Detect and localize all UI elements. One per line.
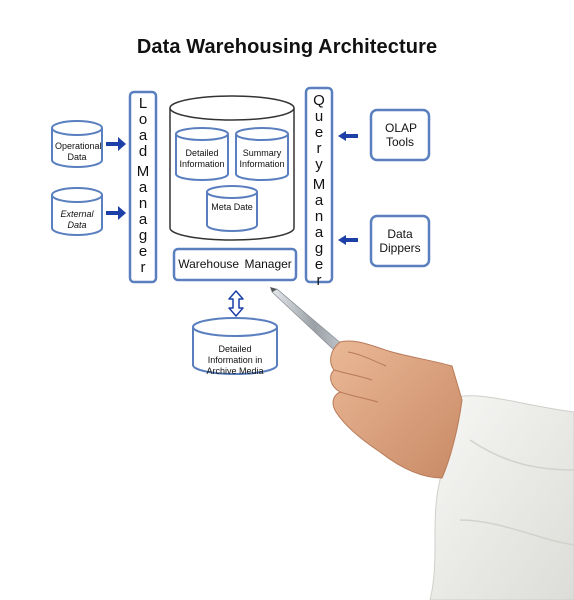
data-dippers-box (369, 214, 431, 268)
olap-tools-box (369, 108, 431, 162)
warehouse-manager-label: Warehouse Manager (178, 257, 292, 271)
load-manager-box (128, 90, 158, 284)
vertical-letter: n (138, 195, 148, 212)
summary-information-label: Summary Information (239, 148, 285, 169)
detailed-information-cylinder (175, 127, 229, 181)
vertical-letter: o (138, 111, 148, 128)
data-dippers-label: Data Dippers (379, 227, 421, 255)
arrow-external-to-load (106, 206, 126, 220)
vertical-letter: d (138, 143, 148, 160)
vertical-letter: a (314, 192, 324, 209)
arrow-olap-to-query (338, 131, 358, 141)
detailed-information-label: Detailed Information (179, 148, 225, 169)
diagram-title: Data Warehousing Architecture (136, 36, 438, 58)
operational-data-cylinder (51, 120, 103, 168)
archive-cylinder (192, 317, 278, 375)
meta-date-label: Meta Date (211, 202, 253, 212)
vertical-letter: a (138, 211, 148, 228)
vertical-letter: a (138, 127, 148, 144)
warehouse-manager-box (172, 247, 298, 282)
vertical-letter: r (140, 259, 146, 276)
arrow-operational-to-load (106, 137, 126, 151)
vertical-letter: Q (313, 92, 325, 109)
archive-double-arrow (228, 290, 244, 317)
vertical-letter: r (316, 272, 322, 289)
hand-icon (330, 340, 463, 479)
vertical-letter: e (314, 124, 324, 141)
external-data-cylinder (51, 187, 103, 236)
summary-information-cylinder (235, 127, 289, 181)
vertical-letter: L (138, 95, 148, 112)
vertical-letter: g (314, 240, 324, 257)
vertical-letter: e (138, 243, 148, 260)
vertical-letter: e (314, 256, 324, 273)
external-data-label: External Data (60, 209, 94, 230)
vertical-letter: M (136, 163, 150, 180)
vertical-letter: r (316, 140, 322, 157)
vertical-letter: a (138, 179, 148, 196)
vertical-letter: M (312, 176, 326, 193)
query-manager-box (304, 86, 334, 284)
vertical-letter: g (138, 227, 148, 244)
vertical-letter: y (315, 156, 323, 173)
vertical-letter: u (314, 108, 324, 125)
arrow-dippers-to-query (338, 235, 358, 245)
vertical-letter: n (314, 208, 324, 225)
archive-label: Detailed Information in Archive Media (206, 344, 264, 376)
operational-data-label: Operational Data (55, 141, 102, 162)
vertical-letter: a (314, 224, 324, 241)
meta-date-cylinder (206, 185, 258, 232)
olap-tools-label: OLAP Tools (385, 121, 418, 149)
